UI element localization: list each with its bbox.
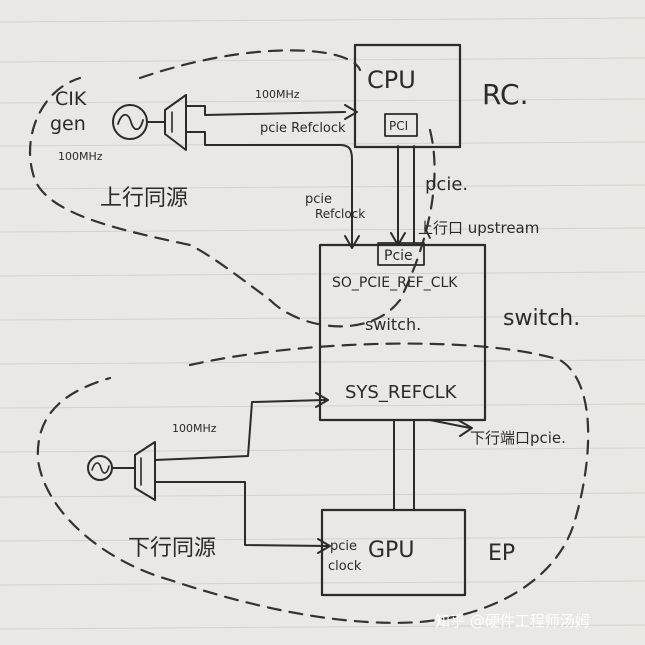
- switch-pcie-port-box: [377, 242, 425, 266]
- switch-sys-refclk-label: SYS_REFCLK: [345, 382, 458, 403]
- downstream-to-gpu-wire: [154, 481, 329, 547]
- gpu-pcie-clock-label-line2: clock: [328, 559, 362, 574]
- upstream-refclock-label-line1: pcie: [305, 192, 332, 207]
- gpu-label: GPU: [368, 538, 414, 563]
- switch-inner-label: switch.: [365, 315, 421, 334]
- upstream-port-label: 上行口 upstream: [418, 219, 539, 237]
- downstream-freq-label: 100MHz: [172, 422, 217, 435]
- clock-gen-out-freq-label: 100MHz: [255, 88, 300, 101]
- watermark: 知乎 @硬件工程师汤姆: [435, 612, 590, 630]
- upstream-pcie-label: pcie.: [425, 174, 468, 195]
- clock-gen-label-line1: CIK: [55, 88, 87, 110]
- switch-outer-label: switch.: [503, 306, 580, 331]
- clock-buffer-icon: [164, 94, 187, 151]
- clock-gen-refclock-label: pcie Refclock: [260, 121, 346, 136]
- upstream-refclock-label-line2: Refclock: [315, 207, 365, 221]
- cpu-box: [353, 43, 462, 149]
- refclk-to-cpu-arrow: [344, 104, 358, 120]
- refclk-to-switch-wire: [185, 131, 353, 246]
- rc-label: RC.: [482, 78, 529, 111]
- refclk-to-switch-arrow: [344, 235, 360, 249]
- upstream-clock-domain-boundary: [28, 49, 436, 328]
- downstream-buffer-icon: [134, 441, 156, 501]
- cpu-label: CPU: [367, 66, 416, 94]
- downstream-to-switch-wire: [154, 399, 326, 461]
- refclk-to-cpu-wire: [185, 105, 346, 116]
- downstream-clock-domain-boundary: [36, 342, 590, 624]
- switch-refclk-label: SO_PCIE_REF_CLK: [332, 275, 458, 291]
- downstream-port-pointer: [429, 419, 471, 429]
- downstream-port-arrow: [457, 419, 473, 437]
- switch-downstream-label: 下行端口pcie.: [470, 429, 566, 447]
- downstream-to-switch-arrow: [315, 392, 329, 408]
- gpu-pcie-clock-label-line1: pcie: [330, 539, 357, 554]
- gpu-box: [320, 508, 467, 597]
- upstream-port-pointer: [424, 227, 431, 239]
- upstream-domain-label: 上行同源: [100, 186, 188, 211]
- rc-pcie-port-label: PCI: [389, 119, 408, 133]
- rc-pcie-port-box: [384, 113, 418, 137]
- clock-gen-label-line2: gen: [50, 113, 86, 135]
- ep-label: EP: [488, 541, 515, 566]
- clock-gen-freq-label: 100MHz: [58, 150, 103, 163]
- switch-pcie-port-label: Pcie: [384, 248, 413, 264]
- downstream-domain-label: 下行同源: [128, 536, 216, 561]
